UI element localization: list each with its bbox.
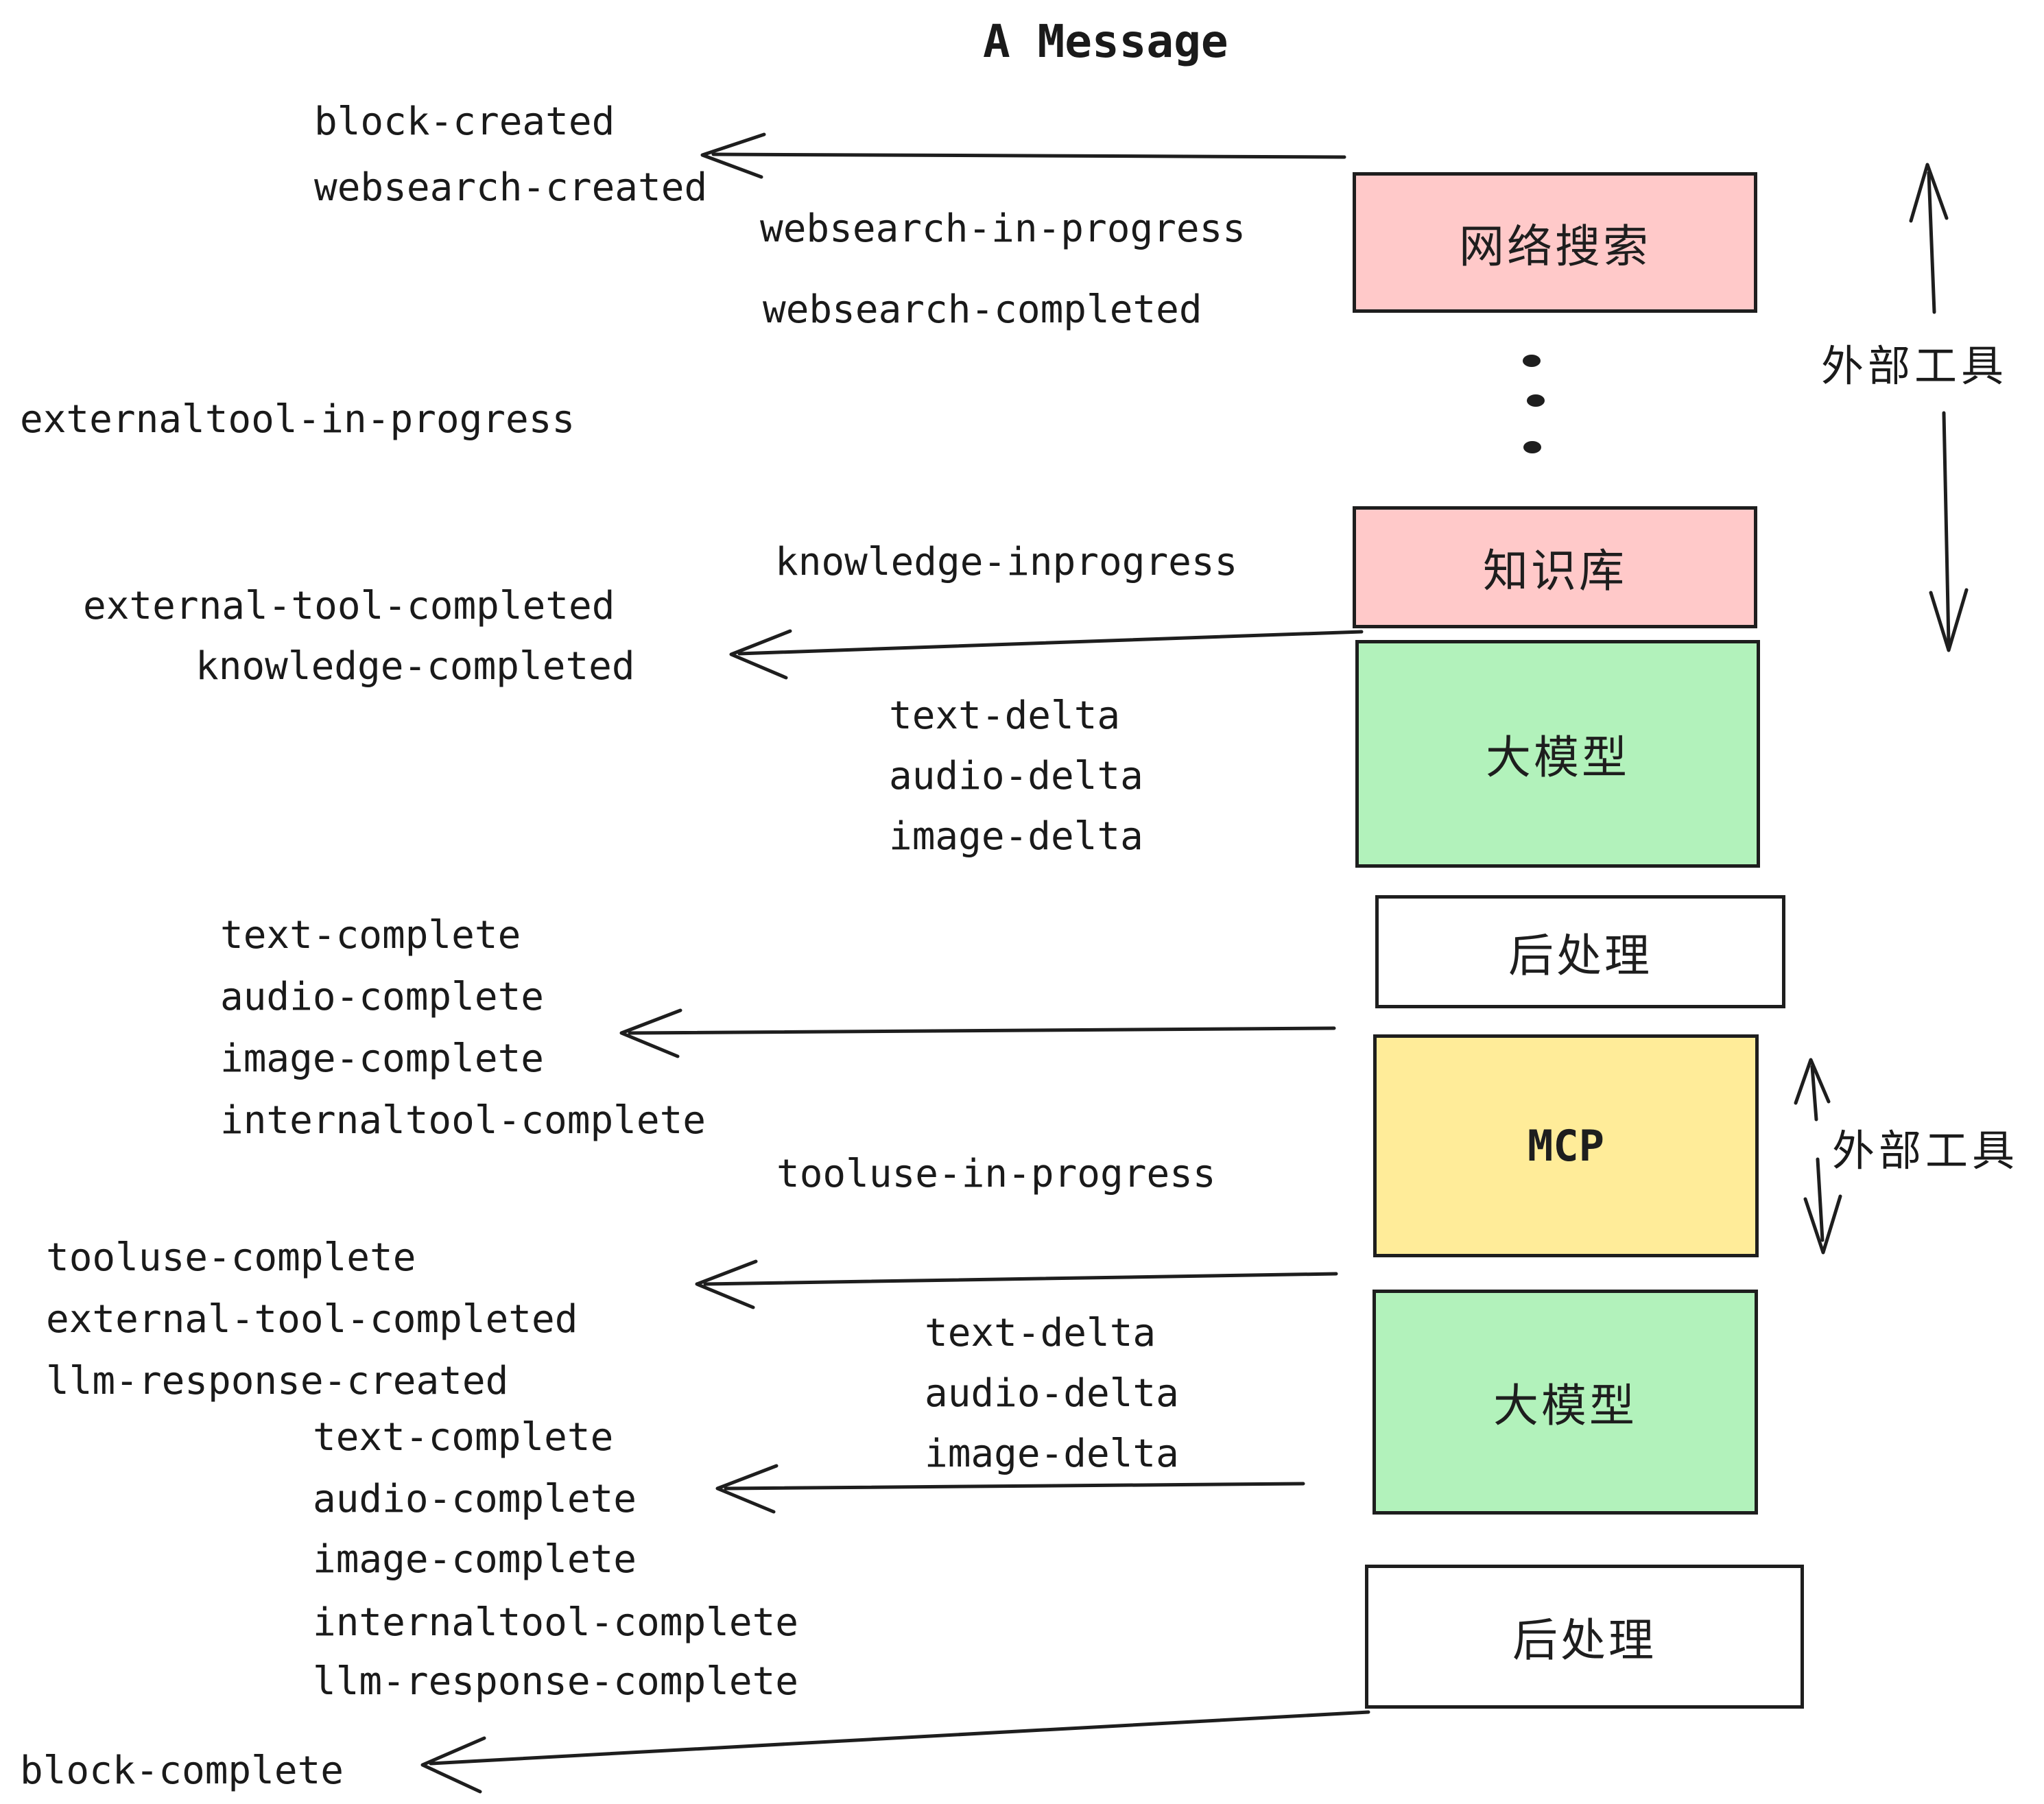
external-tools-up-arrow-2 — [1794, 1058, 1831, 1121]
box-postprocess-1: 后处理 — [1375, 895, 1785, 1008]
event-image-complete-2: image-complete — [313, 1537, 637, 1582]
side-label-external-tools-1: 外部工具 — [1821, 343, 2008, 390]
arrow-to-websearch-created — [700, 132, 1346, 179]
event-tooluse-complete: tooluse-complete — [46, 1235, 416, 1280]
box-postprocess-1-label: 后处理 — [1508, 929, 1652, 981]
event-text-delta-2: text-delta — [925, 1311, 1156, 1355]
box-mcp-label: MCP — [1528, 1121, 1604, 1171]
event-llm-response-created: llm-response-created — [46, 1359, 509, 1403]
external-tools-down-arrow-1 — [1929, 411, 1969, 652]
event-text-delta: text-delta — [889, 693, 1121, 738]
event-external-tool-completed-2: external-tool-completed — [46, 1297, 578, 1342]
event-block-created: block-created — [314, 99, 615, 144]
event-block-complete: block-complete — [20, 1748, 344, 1793]
arrow-to-image-complete — [619, 1008, 1336, 1058]
diagram-title: A Message — [983, 15, 1228, 68]
event-image-delta: image-delta — [889, 814, 1143, 859]
box-llm-1: 大模型 — [1355, 640, 1760, 868]
event-image-delta-2: image-delta — [925, 1432, 1179, 1476]
box-knowledge-base: 知识库 — [1353, 506, 1757, 628]
event-internaltool-complete: internaltool-complete — [220, 1098, 706, 1143]
event-knowledge-completed: knowledge-completed — [195, 644, 635, 689]
box-websearch-label: 网络搜索 — [1459, 220, 1651, 272]
event-websearch-completed: websearch-completed — [763, 287, 1202, 332]
event-image-complete: image-complete — [220, 1036, 545, 1081]
event-websearch-created: websearch-created — [314, 165, 708, 210]
event-llm-response-complete: llm-response-complete — [313, 1659, 799, 1704]
event-internaltool-complete-2: internaltool-complete — [313, 1600, 799, 1645]
event-audio-complete: audio-complete — [220, 975, 545, 1019]
event-tooluse-in-progress: tooluse-in-progress — [776, 1152, 1216, 1196]
external-tools-up-arrow-1 — [1909, 163, 1949, 314]
box-mcp: MCP — [1373, 1034, 1759, 1257]
arrow-to-knowledge-completed — [729, 629, 1364, 680]
box-websearch: 网络搜索 — [1353, 172, 1757, 313]
box-postprocess-2: 后处理 — [1365, 1565, 1804, 1709]
event-text-complete-2: text-complete — [313, 1415, 614, 1460]
side-label-external-tools-2: 外部工具 — [1832, 1128, 2019, 1175]
arrow-to-external-tool-completed — [695, 1259, 1338, 1309]
arrow-to-block-complete — [420, 1710, 1370, 1794]
event-text-complete: text-complete — [220, 913, 521, 958]
event-websearch-in-progress: websearch-in-progress — [760, 206, 1246, 251]
event-external-tool-completed: external-tool-completed — [83, 584, 615, 628]
box-postprocess-2-label: 后处理 — [1512, 1615, 1656, 1665]
event-knowledge-inprogress: knowledge-inprogress — [775, 540, 1238, 584]
box-knowledge-base-label: 知识库 — [1483, 545, 1627, 596]
ellipsis-dots — [1523, 355, 1545, 453]
event-externaltool-in-progress: externaltool-in-progress — [20, 397, 575, 442]
box-llm-1-label: 大模型 — [1486, 732, 1630, 783]
event-audio-delta: audio-delta — [889, 754, 1143, 798]
box-llm-2: 大模型 — [1372, 1290, 1758, 1515]
box-llm-2-label: 大模型 — [1493, 1380, 1637, 1431]
event-audio-complete-2: audio-complete — [313, 1477, 637, 1521]
event-audio-delta-2: audio-delta — [925, 1371, 1179, 1416]
